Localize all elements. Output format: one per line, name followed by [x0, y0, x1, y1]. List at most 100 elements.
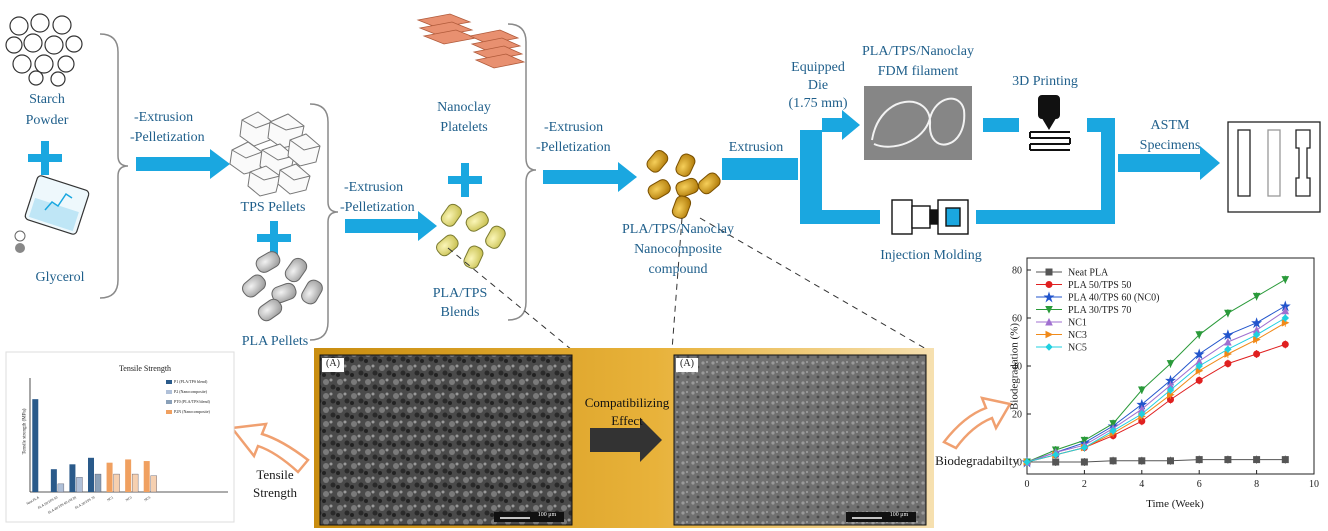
- powder-label: Powder: [25, 113, 69, 128]
- astm-label-b: Specimens: [1139, 138, 1201, 153]
- data-point: [1138, 457, 1146, 465]
- 3d-printing-label: 3D Printing: [1012, 74, 1078, 89]
- series-line: [1026, 305, 1286, 463]
- x-tick-label: 4: [1139, 479, 1144, 490]
- data-point: [1251, 317, 1263, 329]
- tensile-tick-label: NC5: [143, 495, 151, 502]
- tensile-arrow-label-a: Tensile: [256, 467, 294, 482]
- data-point: [1045, 268, 1053, 276]
- starch-powder-icon: [5, 13, 83, 87]
- step1-extrusion-label: -Extrusion: [134, 110, 194, 125]
- tensile-bar: [94, 473, 102, 493]
- data-point: [1281, 340, 1289, 348]
- blend-pellets-icon: [436, 203, 506, 269]
- series-nc1: [1023, 306, 1290, 466]
- y-tick-label: 20: [1012, 410, 1022, 421]
- data-point: [1045, 306, 1053, 314]
- data-point: [1253, 350, 1261, 358]
- series-nc5: [1023, 314, 1290, 466]
- biodegradability-label: Biodegradabilty: [935, 453, 1019, 468]
- legend-label: PLA 50/TPS 50: [1068, 280, 1131, 291]
- step3-pelletization-label: -Pelletization: [536, 140, 611, 155]
- 3d-printer-icon: [1029, 95, 1071, 151]
- fdm-filament-photo: [864, 86, 972, 160]
- x-tick-label: 0: [1025, 479, 1030, 490]
- tensile-bar: [131, 473, 139, 493]
- data-point: [1195, 376, 1203, 384]
- nanoclay-platelets-icon: [416, 13, 526, 69]
- compat-label-b: Effect: [611, 413, 643, 428]
- tensile-legend-3: PT0 (PLA/TPS blend): [174, 399, 210, 404]
- series-line: [1026, 317, 1286, 463]
- bracket: [99, 23, 537, 341]
- tensile-bar: [88, 457, 94, 492]
- data-point: [1051, 451, 1060, 459]
- data-point: [1109, 457, 1117, 465]
- series-line: [1027, 459, 1286, 463]
- die-label-c: (1.75 mm): [788, 96, 848, 111]
- sem-right-scale: 100 μm: [889, 512, 909, 518]
- tensile-bar: [76, 477, 83, 493]
- step2-extrusion-label: -Extrusion: [344, 180, 404, 195]
- astm-specimens-icon: [1227, 121, 1321, 213]
- tps-pellets-icon: [229, 111, 321, 197]
- tensile-chart-title: Tensile Strength: [118, 364, 172, 373]
- tensile-tick-label: NC3: [125, 495, 133, 502]
- data-point: [1080, 443, 1089, 452]
- legend-label: NC1: [1068, 318, 1087, 329]
- flow-arrows: [136, 110, 1220, 241]
- data-point: [1080, 458, 1088, 466]
- plus-icon: [28, 141, 62, 175]
- data-point: [1222, 329, 1234, 341]
- tensile-bar: [57, 483, 65, 493]
- data-point: [1252, 292, 1261, 301]
- tensile-legend-4: P2N (Nanocomposite): [174, 409, 210, 414]
- series-pla-50-tps-50: [1023, 340, 1289, 466]
- series-pla-30-tps-70: [1023, 275, 1290, 467]
- data-point: [1045, 317, 1053, 326]
- tensile-bar: [113, 473, 120, 493]
- tensile-bar: [106, 462, 113, 492]
- tensile-legend-1: P1 (PLA/TPS blend): [174, 379, 208, 384]
- y-tick-label: 80: [1012, 266, 1022, 277]
- tensile-bar: [69, 464, 76, 492]
- series-pla-40-tps-60-nc0-: [1021, 300, 1291, 468]
- tensile-bar: [143, 461, 150, 492]
- series-line: [1026, 343, 1286, 463]
- injection-molding-label: Injection Molding: [880, 248, 982, 263]
- plus-icon: [257, 221, 291, 255]
- data-point: [1224, 345, 1232, 353]
- extrusion-label: Extrusion: [728, 140, 784, 155]
- data-point: [1045, 330, 1054, 339]
- data-point: [1052, 458, 1060, 466]
- data-point: [1166, 360, 1175, 368]
- data-point: [1045, 343, 1053, 351]
- tensile-arrow-label-b: Strength: [252, 485, 298, 500]
- astm-label-a: ASTM: [1150, 118, 1190, 133]
- data-point: [1281, 276, 1290, 284]
- legend-label: NC5: [1068, 343, 1087, 354]
- starch-label: Starch: [29, 92, 65, 107]
- data-point: [1138, 410, 1146, 418]
- die-label-b: Die: [807, 78, 829, 93]
- compound-label-b: Nanocomposite: [634, 242, 722, 257]
- data-point: [1043, 291, 1055, 303]
- legend-label: NC3: [1068, 330, 1087, 341]
- sem-left-scale: 100 μm: [537, 512, 557, 518]
- series-line: [1026, 310, 1286, 463]
- data-point: [1109, 427, 1117, 435]
- compound-label-a: PLA/TPS/Nanoclay: [622, 222, 734, 237]
- sem-right-tag: (A): [680, 358, 694, 369]
- bio-xlabel: Time (Week): [1146, 498, 1204, 510]
- data-point: [1023, 458, 1031, 466]
- x-tick-label: 8: [1254, 479, 1259, 490]
- data-point: [1195, 456, 1203, 464]
- data-point: [1281, 314, 1290, 322]
- data-point: [1045, 281, 1053, 288]
- data-point: [1252, 331, 1261, 339]
- data-point: [1224, 309, 1232, 318]
- step1-pelletization-label: -Pelletization: [130, 130, 205, 145]
- sem-panel: [314, 348, 934, 528]
- data-point: [1166, 386, 1175, 394]
